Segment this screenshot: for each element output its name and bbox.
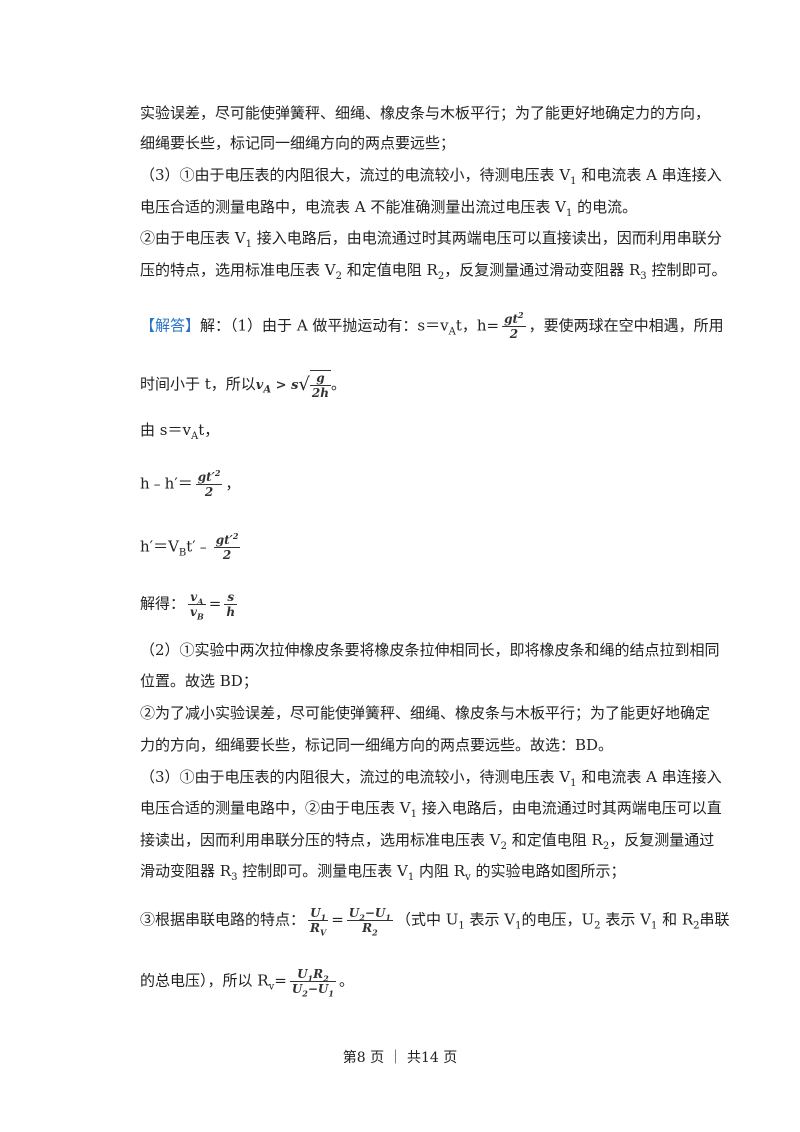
- text-line: 细绳要长些，标记同一细绳方向的两点要远些；: [140, 134, 456, 152]
- text-line: 力的方向，细绳要长些，标记同一细绳方向的两点要远些。故选：BD。: [140, 736, 614, 754]
- text-line: ②为了减小实验误差，尽可能使弹簧秤、细绳、橡皮条与木板平行；为了能更好地确定: [140, 704, 711, 722]
- text-line: 位置。故选 BD；: [140, 672, 258, 690]
- text-line: 滑动变阻器 R3 控制即可。测量电压表 V1 内阻 Rv 的实验电路如图所示；: [140, 862, 626, 883]
- text-line: ②由于电压表 V1 接入电路后，由电流通过时其两端电压可以直接读出，因而利用串联…: [140, 229, 722, 250]
- page-footer: 第8 页 ｜ 共14 页: [342, 1050, 458, 1066]
- text-line: 由 s＝vAt，: [140, 421, 220, 442]
- formula-va-inequality: vA > s: [255, 378, 299, 396]
- text-line: 压的特点，选用标准电压表 V2 和定值电阻 R2，反复测量通过滑动变阻器 R3 …: [140, 261, 727, 282]
- answer-tag: 【解答】: [140, 316, 201, 335]
- text-line: 电压合适的测量电路中，电流表 A 不能准确测量出流过电压表 V1 的电流。: [140, 198, 638, 219]
- text-line: （3）①由于电压表的内阻很大，流过的电流较小，待测电压表 V1 和电流表 A 串…: [140, 768, 722, 789]
- text-line: 接读出，因而利用串联分压的特点，选用标准电压表 V2 和定值电阻 R2，反复测量…: [140, 831, 715, 852]
- text-line: （3）①由于电压表的内阻很大，流过的电流较小，待测电压表 V1 和电流表 A 串…: [140, 166, 722, 187]
- text-line: 电压合适的测量电路中，②由于电压表 V1 接入电路后，由电流通过时其两端电压可以…: [140, 799, 722, 820]
- text-line: 实验误差，尽可能使弹簧秤、细绳、橡皮条与木板平行；为了能更好地确定力的方向，: [140, 104, 711, 122]
- text-line: （2）①实验中两次拉伸橡皮条要将橡皮条拉伸相同长，即将橡皮条和绳的结点拉到相同: [140, 641, 720, 659]
